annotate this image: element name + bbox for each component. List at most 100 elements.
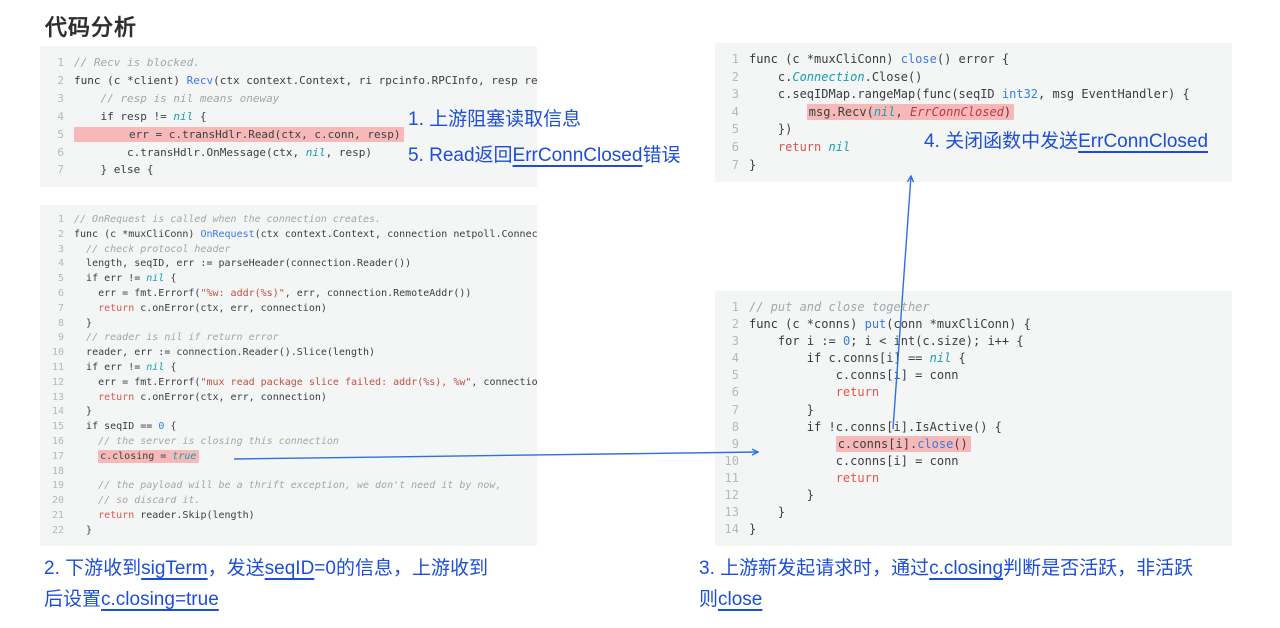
line-number: 8 xyxy=(731,419,739,434)
code-line: 3 // resp is nil means oneway xyxy=(48,90,529,108)
code-line: 1 // put and close together xyxy=(723,299,1224,316)
code-line: 1// OnRequest is called when the connect… xyxy=(48,213,529,228)
line-number: 21 xyxy=(51,509,64,521)
line-number: 3 xyxy=(731,87,739,102)
code-text: // Recv is blocked. xyxy=(74,56,200,69)
code-text: // the payload will be a thrift exceptio… xyxy=(98,480,502,492)
annotation-keyword: sigTerm xyxy=(141,558,208,579)
code-line: 12 err = fmt.Errorf("mux read package sl… xyxy=(48,376,537,391)
code-text: c.transHdlr.OnMessage(ctx, nil, resp) xyxy=(126,145,373,159)
code-line: 5 err = c.transHdlr.Read(ctx, c.conn, re… xyxy=(48,126,529,144)
code-line: 10 reader, err := connection.Reader().Sl… xyxy=(48,346,529,361)
code-line: 18 xyxy=(48,465,529,480)
line-number: 3 xyxy=(57,91,64,105)
line-number: 1 xyxy=(57,56,64,69)
code-line: 2 func (c *client) Recv(ctx context.Conte… xyxy=(48,72,537,90)
code-text: return xyxy=(835,385,880,400)
code-text: msg.Recv(nil, ErrConnClosed) xyxy=(749,103,1015,120)
code-line: 15 if seqID == 0 { xyxy=(48,420,529,435)
code-text: }) xyxy=(777,122,793,137)
line-number: 13 xyxy=(51,391,64,403)
code-line: 6 return nil xyxy=(723,139,1224,157)
annotation-keyword: close xyxy=(718,589,763,610)
line-number: 7 xyxy=(731,402,739,417)
code-line: 13 } xyxy=(723,504,1224,521)
annotation-keyword: ErrConnClosed xyxy=(1078,131,1209,152)
code-text: func (c *client) Recv(ctx context.Contex… xyxy=(74,73,537,87)
code-text: err = fmt.Errorf("%w: addr(%s)", err, co… xyxy=(98,287,472,299)
line-number: 9 xyxy=(57,332,64,344)
line-number: 2 xyxy=(57,73,64,87)
annotation-text: 1. 上游阻塞读取信息 xyxy=(408,109,582,130)
code-line: 9 c.conns[i].close() xyxy=(723,435,1224,453)
line-number: 7 xyxy=(731,157,739,172)
annotation-text: 4. 关闭函数中发送 xyxy=(924,131,1079,152)
line-number: 14 xyxy=(724,522,739,537)
code-text: return c.onError(ctx, err, connection) xyxy=(98,302,327,314)
line-number: 18 xyxy=(51,465,64,477)
line-number: 5 xyxy=(731,122,739,137)
line-number: 20 xyxy=(51,495,64,507)
line-number: 10 xyxy=(724,453,739,468)
code-text: c.conns[i] = conn xyxy=(835,368,959,383)
code-line: 11 return xyxy=(723,470,1224,487)
code-text: length, seqID, err := parseHeader(connec… xyxy=(86,258,412,270)
code-line: 19 // the payload will be a thrift excep… xyxy=(48,479,529,494)
line-number: 6 xyxy=(731,385,739,400)
code-line: 4 if resp != nil { xyxy=(48,108,529,126)
line-number: 16 xyxy=(51,435,64,447)
code-text: if seqID == 0 { xyxy=(86,421,177,433)
line-number: 1 xyxy=(731,300,739,314)
code-line: 1 // Recv is blocked. xyxy=(48,54,529,72)
code-line: 10 c.conns[i] = conn xyxy=(723,453,1224,470)
code-text: return c.onError(ctx, err, connection) xyxy=(98,391,327,403)
line-number: 5 xyxy=(57,127,64,141)
line-number: 9 xyxy=(731,436,739,451)
code-line: 5 }) xyxy=(723,121,1224,139)
code-line: 22 } xyxy=(48,524,529,539)
line-number: 6 xyxy=(57,287,64,299)
code-line: 7 } else { xyxy=(48,161,529,179)
annotation-step-1: 1. 上游阻塞读取信息 xyxy=(408,104,581,135)
code-line: 14 } xyxy=(48,405,529,420)
highlighted-code: c.conns[i].close() xyxy=(835,435,971,452)
code-line: 21 return reader.Skip(length) xyxy=(48,509,529,524)
code-text: c.Connection.Close() xyxy=(777,69,923,84)
code-text: } xyxy=(86,317,93,329)
code-text: c.conns[i] = conn xyxy=(835,453,959,468)
code-text: if err != nil { xyxy=(86,361,177,373)
code-text: } xyxy=(749,157,757,172)
code-text: } else { xyxy=(100,163,154,177)
code-block-onrequest: 1// OnRequest is called when the connect… xyxy=(40,205,537,546)
annotation-keyword: seqID xyxy=(264,558,315,579)
code-line: 6 err = fmt.Errorf("%w: addr(%s)", err, … xyxy=(48,287,529,302)
code-line: 8 } xyxy=(48,317,529,332)
line-number: 2 xyxy=(57,228,64,240)
code-line: 7 return c.onError(ctx, err, connection) xyxy=(48,302,529,317)
line-number: 3 xyxy=(57,243,64,255)
code-text: c.seqIDMap.rangeMap(func(seqID int32, ms… xyxy=(777,87,1190,102)
code-line: 5 if err != nil { xyxy=(48,272,529,287)
line-number: 19 xyxy=(51,480,64,492)
code-text: c.closing = true xyxy=(74,449,200,463)
code-line: 3 for i := 0; i < int(c.size); i++ { xyxy=(723,333,1224,350)
annotation-keyword: c.closing=true xyxy=(101,589,219,610)
code-line: 7 } xyxy=(723,402,1224,419)
code-line: 12 } xyxy=(723,487,1224,504)
code-text: err = fmt.Errorf("mux read package slice… xyxy=(98,376,537,388)
annotation-text: 2. 下游收到 xyxy=(44,558,142,579)
line-number: 6 xyxy=(57,145,64,159)
code-text: c.conns[i].close() xyxy=(749,435,971,452)
annotation-step-5: 5. Read返回ErrConnClosed错误 xyxy=(408,140,680,171)
code-text: } xyxy=(86,406,93,418)
code-text: // put and close together xyxy=(749,300,930,314)
code-line: 14} xyxy=(723,521,1224,538)
code-line: 17 c.closing = true xyxy=(48,449,529,465)
line-number: 4 xyxy=(731,351,739,366)
code-line: 20 // so discard it. xyxy=(48,494,529,509)
line-number: 4 xyxy=(57,258,64,270)
annotation-text: 错误 xyxy=(642,145,681,166)
